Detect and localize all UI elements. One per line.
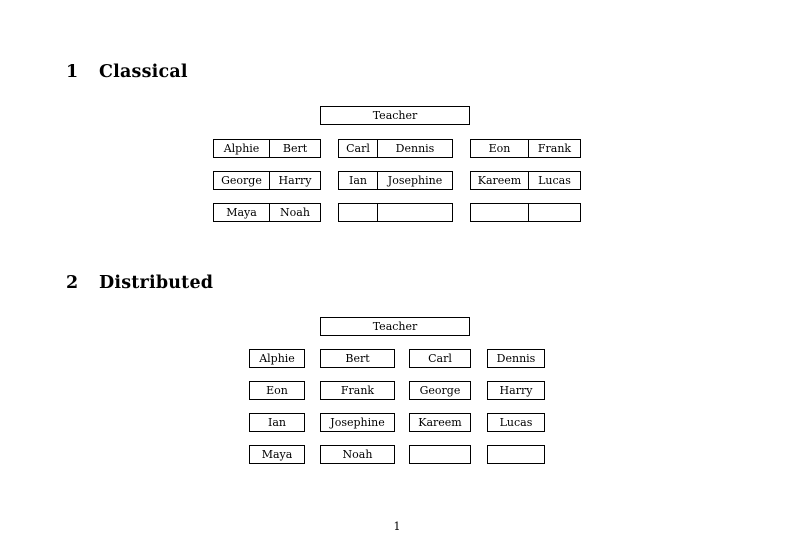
section-number: 2	[66, 273, 79, 293]
student-pair-box-empty	[470, 203, 581, 222]
section-title: Classical	[99, 62, 188, 82]
student-cell: Carl	[346, 142, 370, 155]
section-heading-distributed: 2 Distributed	[66, 273, 214, 293]
student-cell: Bert	[269, 140, 320, 157]
student-cell: Maya	[226, 206, 257, 219]
student-pair-box: Kareem Lucas	[470, 171, 581, 190]
student-cell: Noah	[269, 204, 320, 221]
student-box: Eon	[249, 381, 305, 400]
teacher-box-classical: Teacher	[320, 106, 470, 125]
student-cell-empty	[339, 204, 377, 221]
student-pair-box: George Harry	[213, 171, 321, 190]
student-box: Josephine	[320, 413, 395, 432]
student-pair-box: Eon Frank	[470, 139, 581, 158]
student-box: Ian	[249, 413, 305, 432]
student-pair-box: Alphie Bert	[213, 139, 321, 158]
teacher-box-distributed: Teacher	[320, 317, 470, 336]
student-box: Kareem	[409, 413, 471, 432]
student-cell: Kareem	[477, 174, 522, 187]
student-pair-box: Maya Noah	[213, 203, 321, 222]
student-box-empty	[487, 445, 545, 464]
student-cell: Lucas	[528, 172, 580, 189]
student-cell-empty	[471, 204, 528, 221]
student-box: Lucas	[487, 413, 545, 432]
student-box: Maya	[249, 445, 305, 464]
student-pair-box-empty	[338, 203, 453, 222]
student-pair-box: Ian Josephine	[338, 171, 453, 190]
student-cell: Alphie	[223, 142, 260, 155]
student-cell-empty	[528, 204, 580, 221]
student-box: George	[409, 381, 471, 400]
student-cell-empty	[377, 204, 452, 221]
student-cell: Ian	[349, 174, 367, 187]
student-cell: George	[221, 174, 262, 187]
student-box: Harry	[487, 381, 545, 400]
student-box: Carl	[409, 349, 471, 368]
student-cell: Josephine	[377, 172, 452, 189]
section-title: Distributed	[99, 273, 214, 293]
student-box: Dennis	[487, 349, 545, 368]
student-cell: Frank	[528, 140, 580, 157]
student-box: Bert	[320, 349, 395, 368]
student-box-empty	[409, 445, 471, 464]
student-cell: Eon	[488, 142, 511, 155]
student-box: Alphie	[249, 349, 305, 368]
student-box: Noah	[320, 445, 395, 464]
student-cell: Dennis	[377, 140, 452, 157]
section-number: 1	[66, 62, 79, 82]
student-pair-box: Carl Dennis	[338, 139, 453, 158]
student-box: Frank	[320, 381, 395, 400]
student-cell: Harry	[269, 172, 320, 189]
page-number: 1	[393, 520, 401, 533]
section-heading-classical: 1 Classical	[66, 62, 188, 82]
